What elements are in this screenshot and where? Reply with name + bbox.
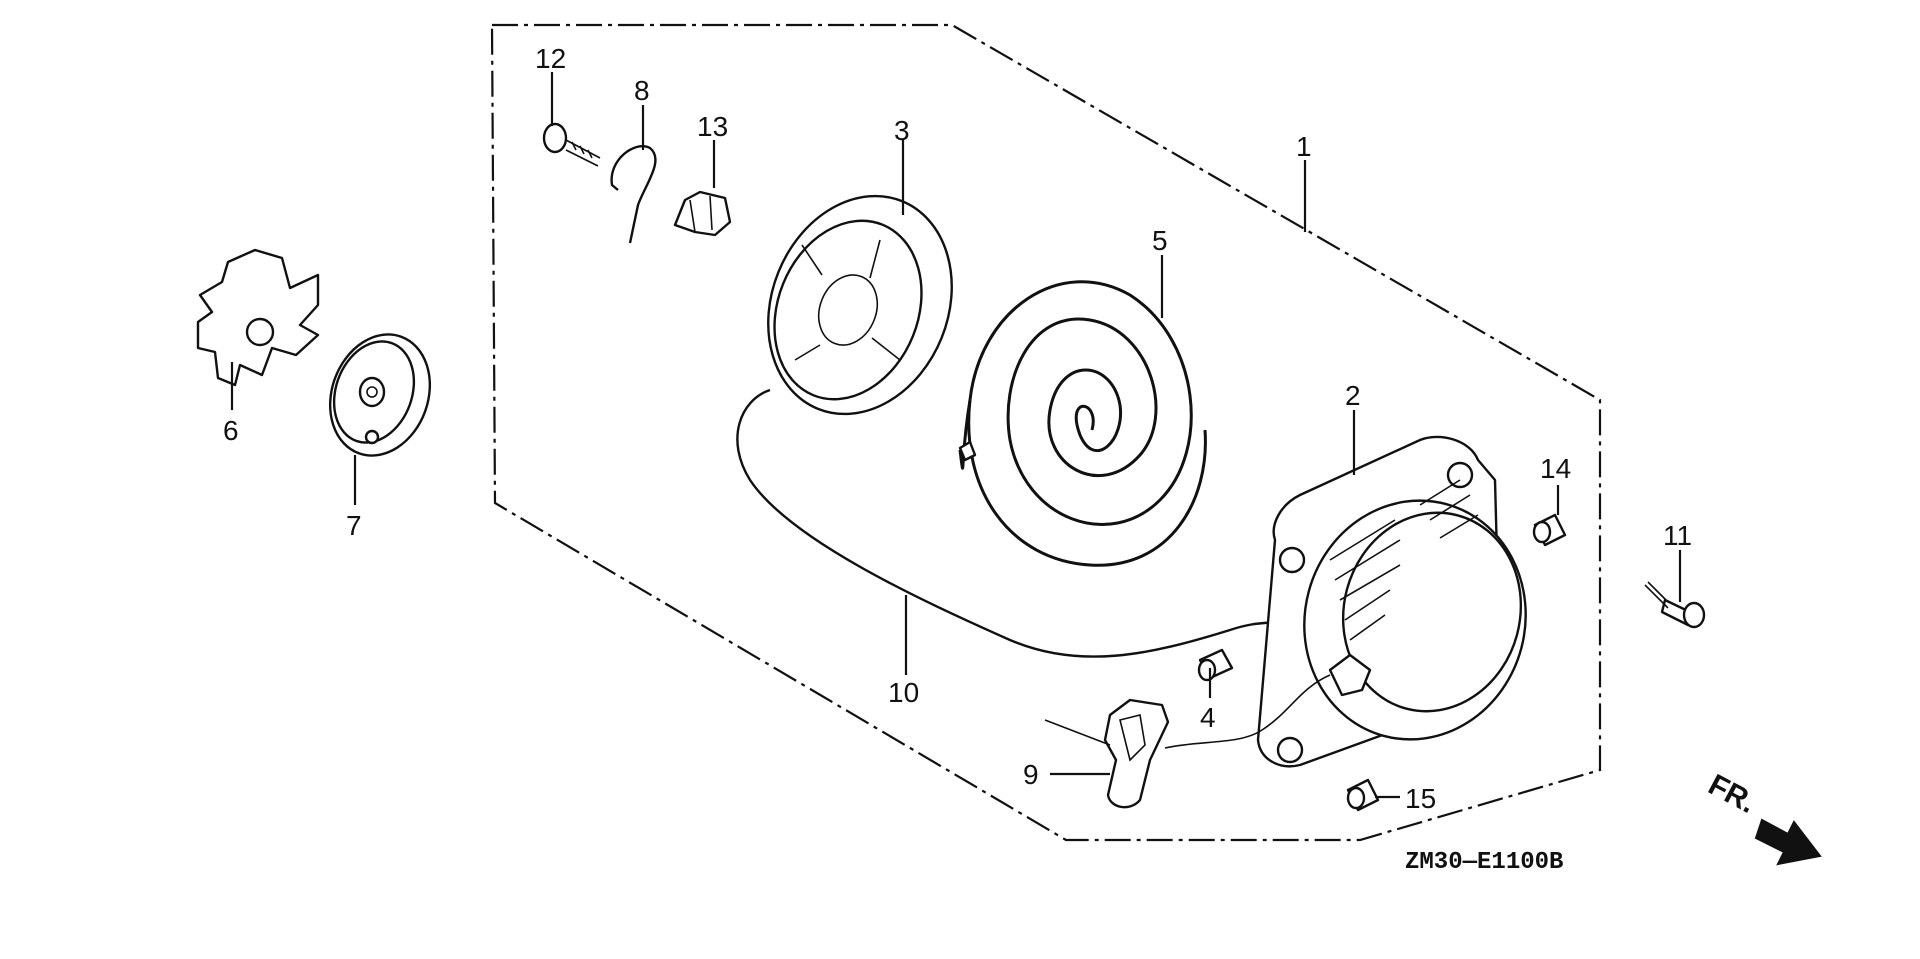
callout-9: 9 <box>1023 759 1039 790</box>
spacer-collar-15-part <box>1346 778 1380 812</box>
starter-rope-part <box>736 388 1281 658</box>
figure-code: ZM30—E1100B <box>1405 849 1563 876</box>
forward-arrow-icon <box>1754 818 1822 866</box>
forward-label: FR. <box>1703 768 1761 820</box>
callout-8: 8 <box>634 75 650 106</box>
assembly-boundary <box>490 23 1602 842</box>
leader-lines <box>230 72 1682 799</box>
spiral-spring-part <box>958 280 1207 567</box>
callout-labels: 1 2 3 4 5 6 7 8 9 10 11 12 13 14 15 <box>223 43 1692 814</box>
spacer-collar-14-part <box>1532 513 1567 547</box>
reel-part <box>767 194 953 416</box>
callout-10: 10 <box>888 677 919 708</box>
collar-part <box>1197 648 1234 682</box>
callout-11: 11 <box>1663 520 1692 551</box>
callout-5: 5 <box>1152 225 1168 256</box>
callout-3: 3 <box>894 115 910 146</box>
starter-case-part <box>1256 435 1527 768</box>
callout-13: 13 <box>697 111 728 142</box>
starter-grip-part <box>1044 674 1331 809</box>
callout-7: 7 <box>346 510 362 541</box>
rope-guide-part <box>673 190 732 237</box>
callout-4: 4 <box>1200 702 1216 733</box>
callout-15: 15 <box>1405 783 1436 814</box>
callout-1: 1 <box>1296 131 1312 162</box>
tapping-screw-part <box>542 122 601 167</box>
flange-bolt-part <box>1644 581 1706 629</box>
pulley-plate-part <box>328 333 432 457</box>
callout-12: 12 <box>535 43 566 74</box>
forward-direction-marker: FR. <box>1703 768 1822 866</box>
callout-6: 6 <box>223 415 239 446</box>
callout-14: 14 <box>1540 453 1571 484</box>
starter-pulley-part <box>196 248 320 387</box>
callout-2: 2 <box>1345 380 1361 411</box>
return-spring-clip-part <box>610 145 657 244</box>
